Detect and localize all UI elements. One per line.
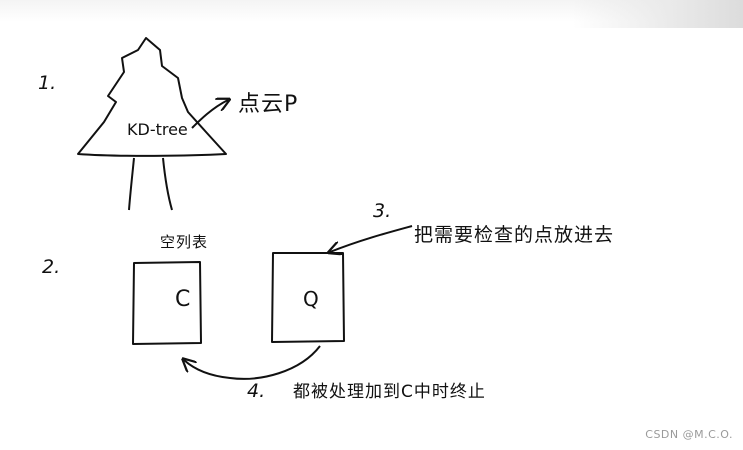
arrow-tree-to-cloud xyxy=(191,100,228,129)
arrow-into-queue xyxy=(330,225,413,252)
tree-trunk-left xyxy=(128,157,135,211)
list-c-label: C xyxy=(175,287,191,312)
arrow-queue-to-list xyxy=(184,345,321,380)
queue-q-label: Q xyxy=(303,287,319,311)
paper-shadow xyxy=(573,0,743,28)
push-points-annotation: 把需要检查的点放进去 xyxy=(414,224,615,246)
list-c-box xyxy=(132,261,202,345)
empty-list-label: 空列表 xyxy=(160,233,209,251)
terminate-condition-annotation: 都被处理加到C中时终止 xyxy=(293,382,486,402)
step-3-number: 3. xyxy=(373,200,392,222)
tree-trunk-right xyxy=(162,157,173,211)
watermark: CSDN @M.C.O. xyxy=(645,428,733,441)
step-2-number: 2. xyxy=(42,256,61,278)
step-1-number: 1. xyxy=(38,72,57,94)
kd-tree-label: KD-tree xyxy=(127,120,188,139)
point-cloud-label: 点云P xyxy=(238,92,299,117)
queue-q-box xyxy=(271,252,345,343)
step-4-number: 4. xyxy=(247,380,266,402)
tree-canopy xyxy=(77,37,227,157)
